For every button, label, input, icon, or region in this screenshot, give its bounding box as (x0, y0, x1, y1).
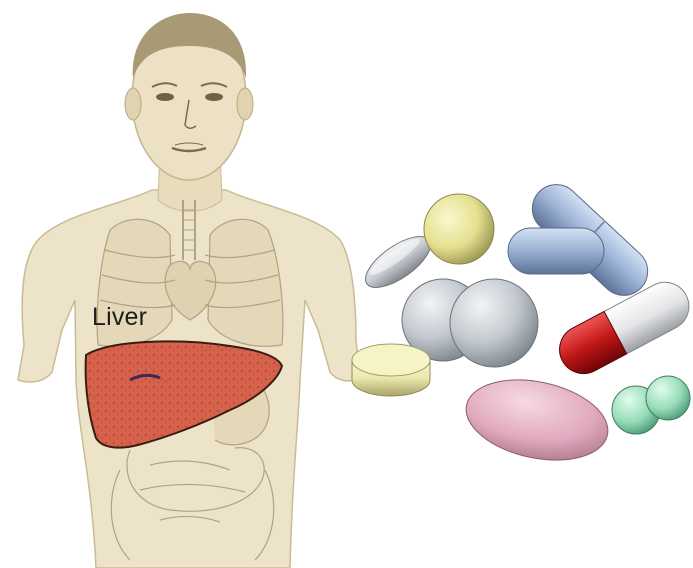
cream-cylinder-tablet (352, 344, 430, 396)
liver-label: Liver (92, 303, 147, 332)
yellow-round-pill (424, 194, 494, 264)
green-round-pill-right (646, 376, 690, 420)
blue-capsule-small (508, 228, 604, 274)
pink-oval-pill (459, 368, 616, 472)
right-ear (237, 88, 253, 120)
pills-group (352, 175, 693, 472)
human-torso-figure (18, 13, 360, 568)
left-ear (125, 88, 141, 120)
gray-round-pill-right (450, 279, 538, 367)
